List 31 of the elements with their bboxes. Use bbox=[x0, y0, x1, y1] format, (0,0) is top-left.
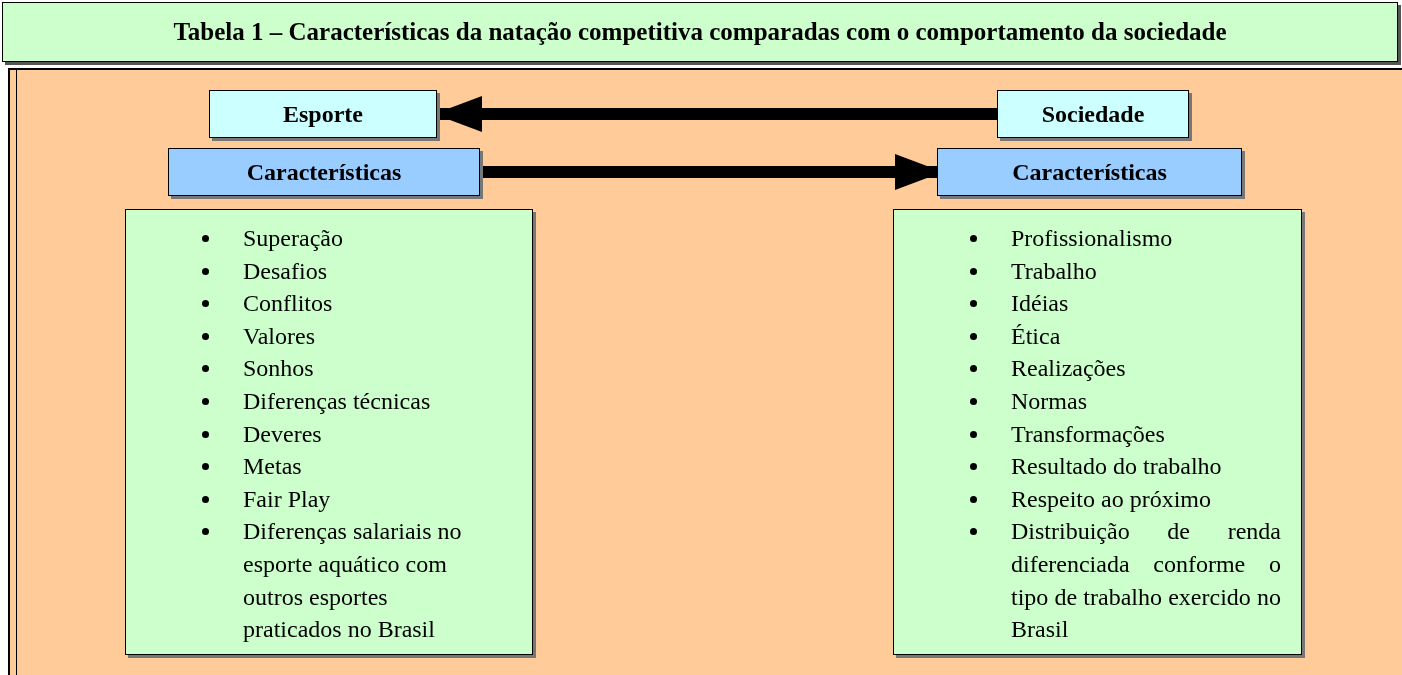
list-item: Fair Play bbox=[243, 484, 332, 514]
list-item: Superação bbox=[243, 224, 344, 253]
list-item: Trabalho bbox=[1011, 256, 1098, 286]
list-item: Normas bbox=[1011, 386, 1088, 416]
list-item: Sonhos bbox=[243, 354, 315, 384]
header-box bbox=[168, 148, 480, 196]
list-item: Profissionalismo bbox=[1011, 224, 1174, 253]
title: Tabela 1 – Características da natação competitiva comparadas com o comportamento da sociedade bbox=[173, 18, 1227, 46]
list-item: Diferenças salariais no esporte aquático com outros esportes praticados no Brasil bbox=[243, 517, 463, 645]
list-item: Desafios bbox=[243, 256, 328, 286]
list-box bbox=[125, 209, 533, 655]
list-item: Ética bbox=[1011, 321, 1062, 351]
header-box bbox=[937, 148, 1242, 196]
list-item: Realizações bbox=[1011, 354, 1127, 384]
list-item: Respeito ao próximo bbox=[1011, 484, 1212, 514]
header-text: Sociedade bbox=[1041, 100, 1145, 128]
header-text: Características bbox=[1012, 158, 1167, 186]
list-item: Distribuição de renda diferenciada conforme o tipo de trabalho exercido no Brasil bbox=[1011, 517, 1281, 645]
list-item: Resultado do trabalho bbox=[1011, 452, 1223, 482]
list-item: Deveres bbox=[243, 419, 323, 449]
header-text: Características bbox=[246, 158, 402, 186]
list-item: Valores bbox=[243, 321, 316, 351]
list-item: Conflitos bbox=[243, 289, 334, 319]
header-text: Esporte bbox=[283, 100, 363, 128]
list-item: Metas bbox=[243, 452, 303, 482]
list-item: Idéias bbox=[1011, 289, 1070, 319]
list-item: Transformações bbox=[1011, 419, 1166, 449]
list-box bbox=[893, 209, 1302, 655]
header-box bbox=[209, 90, 437, 138]
list-item: Diferenças técnicas bbox=[243, 386, 432, 416]
header-box bbox=[997, 90, 1189, 138]
